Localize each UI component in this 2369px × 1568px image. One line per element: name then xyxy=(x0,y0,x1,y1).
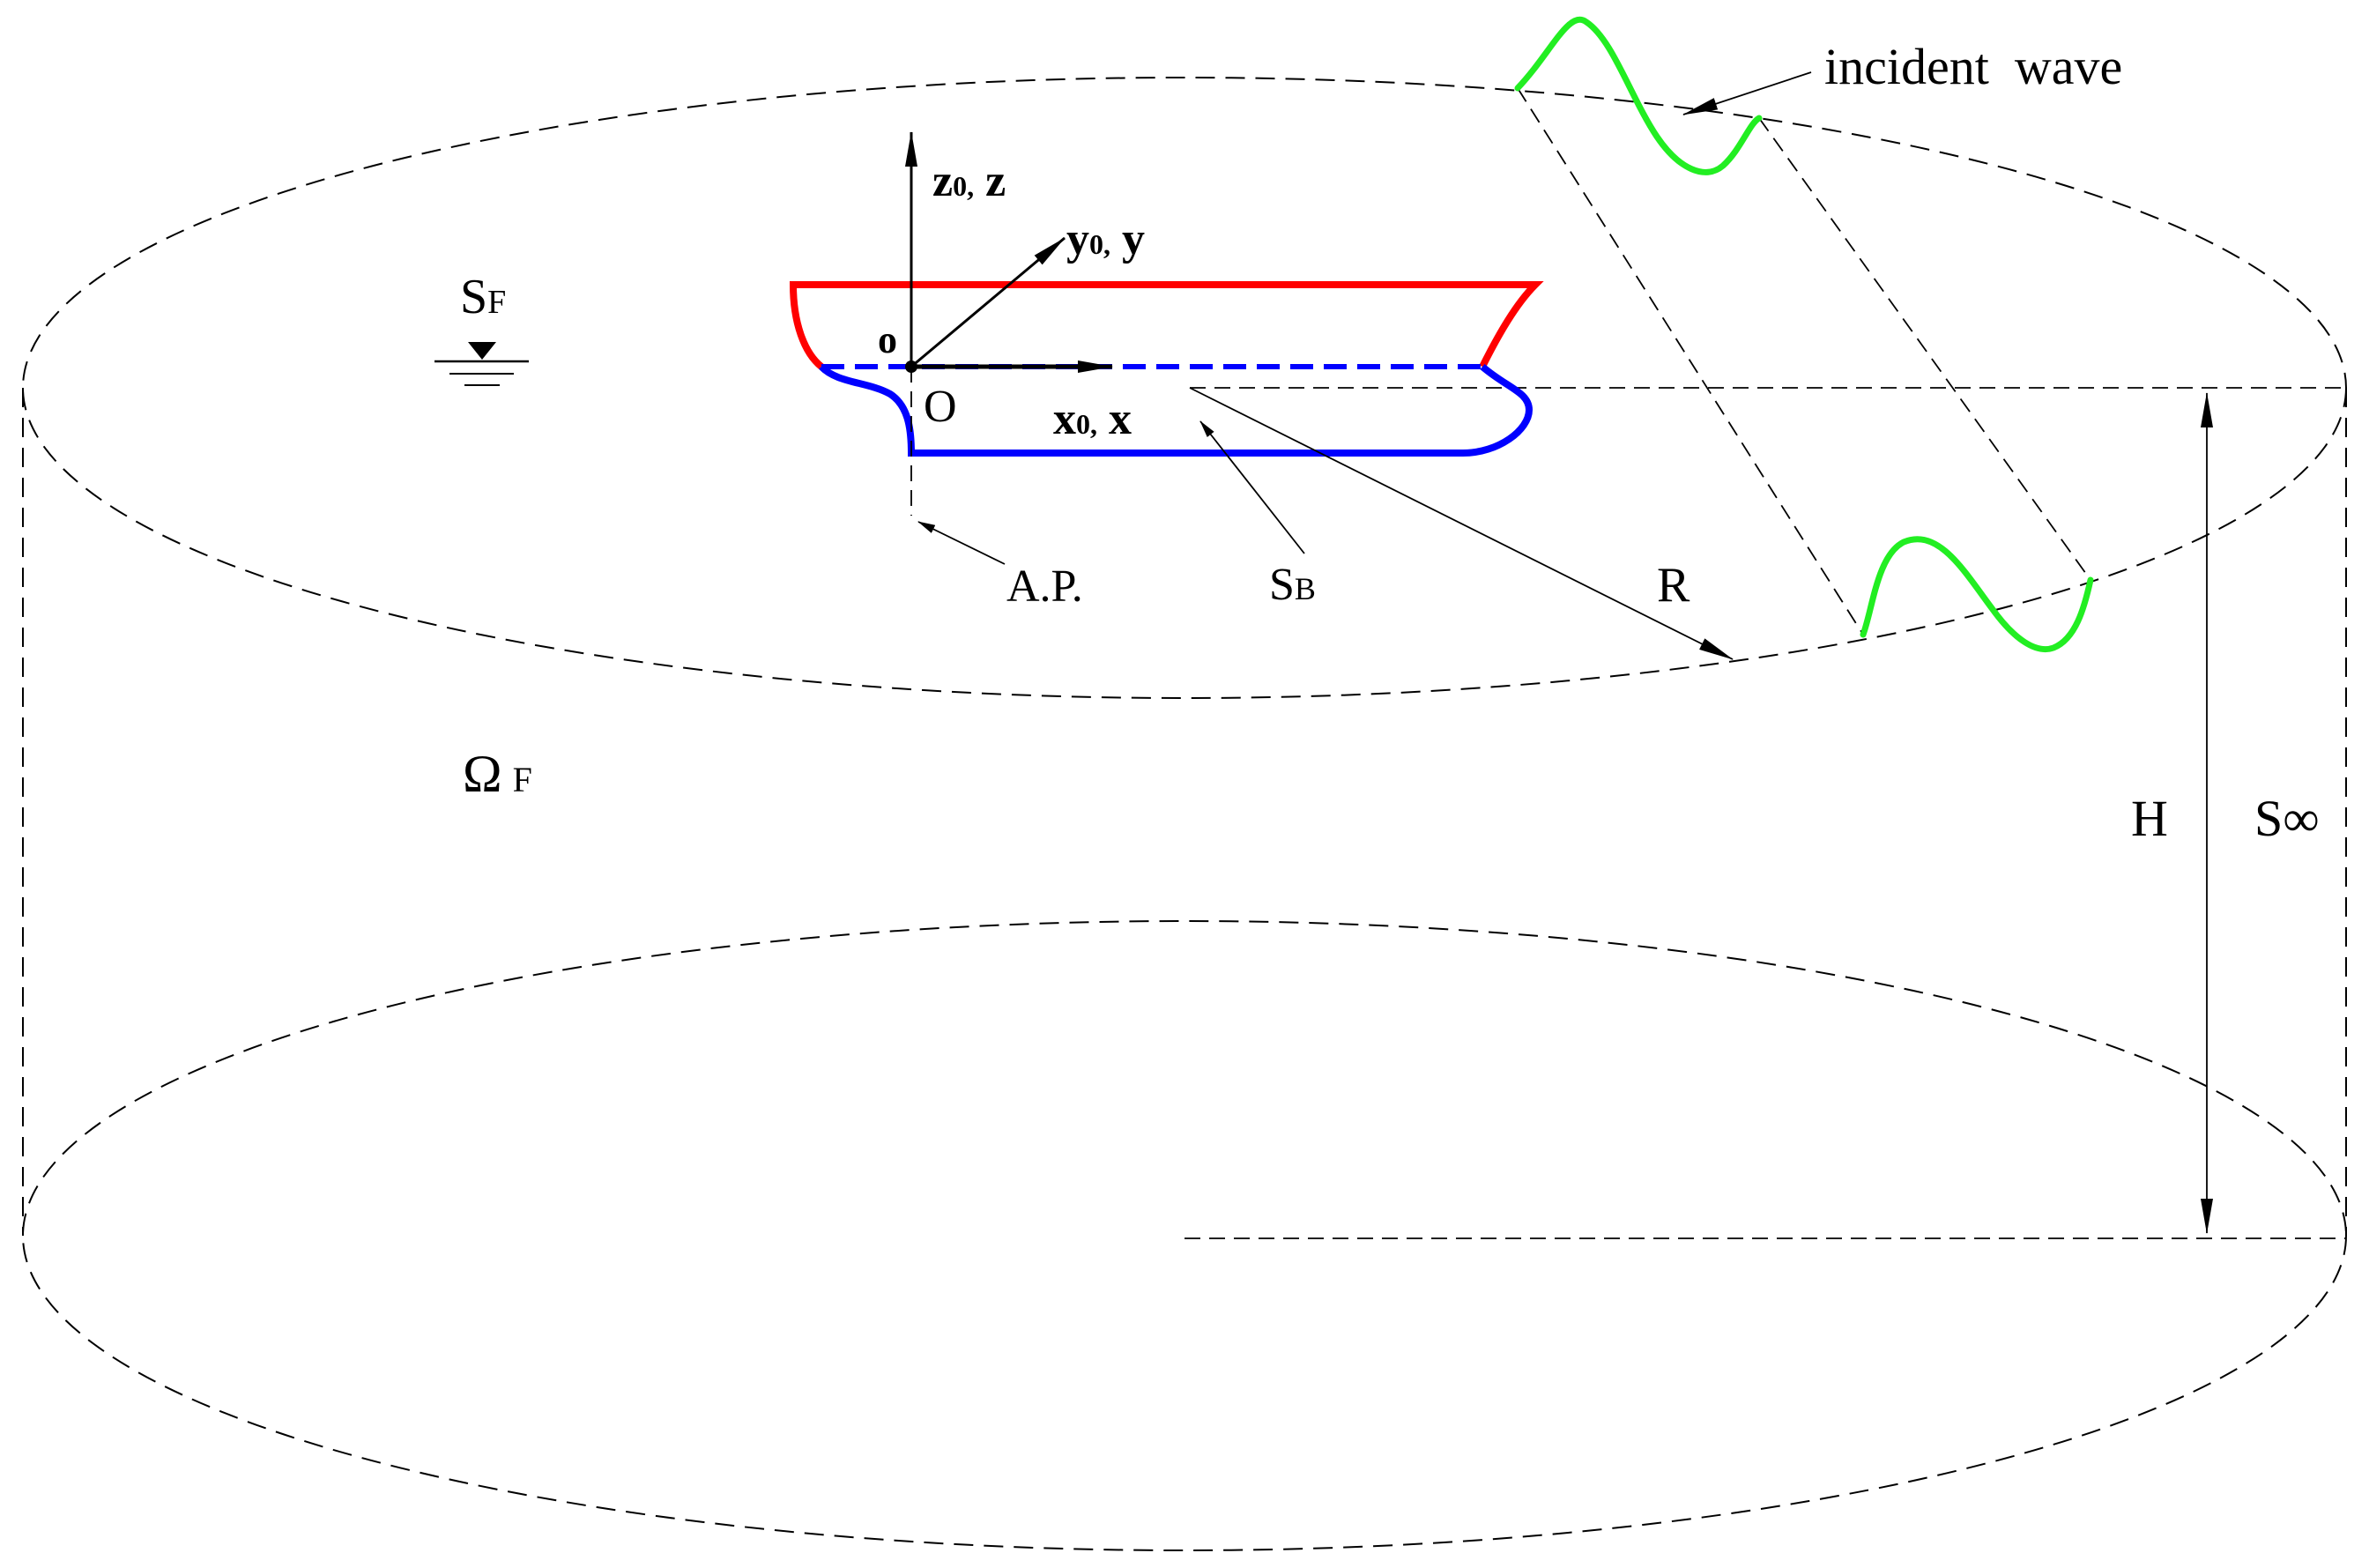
fluid-domain-cylinder xyxy=(22,77,2347,1551)
y-axis-label: y0, y xyxy=(1066,214,1145,264)
ship-hull xyxy=(789,281,1544,457)
wave-band-left-edge xyxy=(1517,87,1864,635)
hull-below-water xyxy=(819,363,1534,457)
aft-perpendicular-pointer xyxy=(917,521,1006,565)
water-level-icon xyxy=(434,342,529,386)
aft-perpendicular-label: A.P. xyxy=(1006,561,1083,612)
origin-point xyxy=(905,360,917,373)
incident-wave: incident wave xyxy=(1514,17,2122,652)
y-axis xyxy=(910,236,1066,368)
depth-label: H xyxy=(2131,790,2168,847)
hull-above-water xyxy=(789,281,1544,370)
coordinate-system: z0, z y0, y x0, x o O A.P. xyxy=(878,131,1145,612)
radius-arrow xyxy=(1189,387,1734,660)
radius-label: R xyxy=(1657,558,1690,613)
incident-wave-label: incident wave xyxy=(1824,38,2122,95)
wave-crest-bottom xyxy=(1860,536,2094,652)
incident-wave-pointer xyxy=(1682,71,1812,115)
bottom-ellipse-seabed xyxy=(22,920,2347,1551)
x-axis-label: x0, x xyxy=(1053,394,1132,444)
top-ellipse-free-surface xyxy=(22,77,2347,699)
z-axis-label: z0, z xyxy=(932,156,1006,206)
body-surface-label: SB xyxy=(1269,560,1316,610)
far-field-surface-label: S∞ xyxy=(2254,790,2320,847)
big-origin-label: O xyxy=(924,382,957,432)
wave-crest-top xyxy=(1514,17,1763,175)
small-origin-label: o xyxy=(878,318,897,361)
free-surface-label: SF xyxy=(460,270,506,324)
body-surface-pointer xyxy=(1199,420,1305,554)
wave-band-right-edge xyxy=(1758,117,2091,581)
